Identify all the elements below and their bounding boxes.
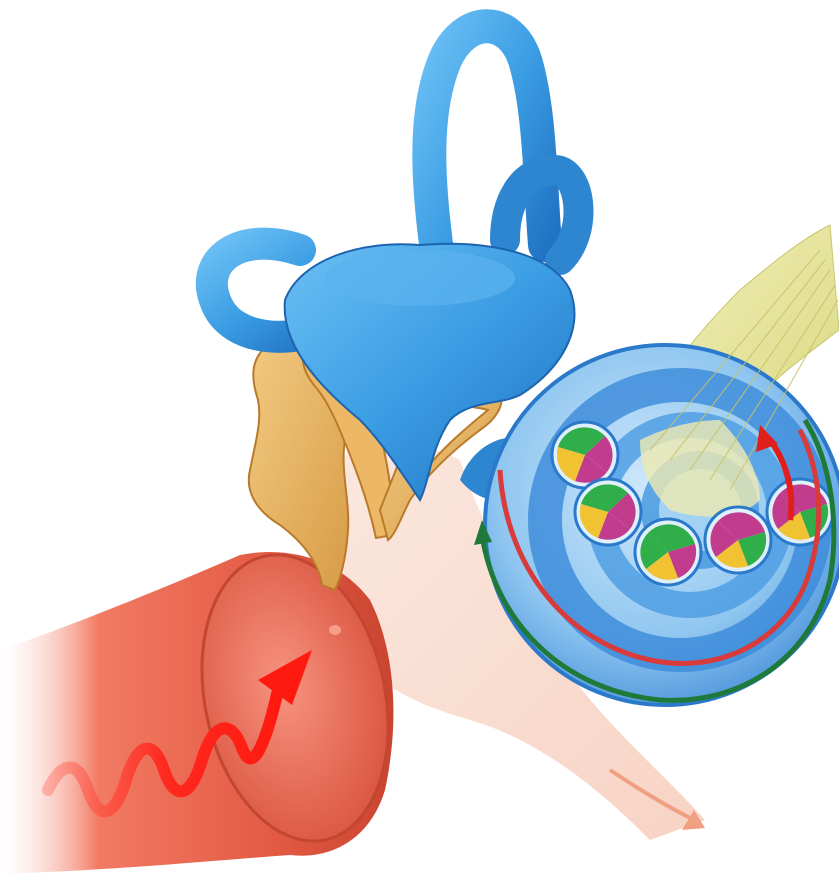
hair-cell-node [767,479,833,545]
hair-cell-node [635,519,701,585]
hair-cell-node [575,479,641,545]
hair-cell-node [705,507,771,573]
